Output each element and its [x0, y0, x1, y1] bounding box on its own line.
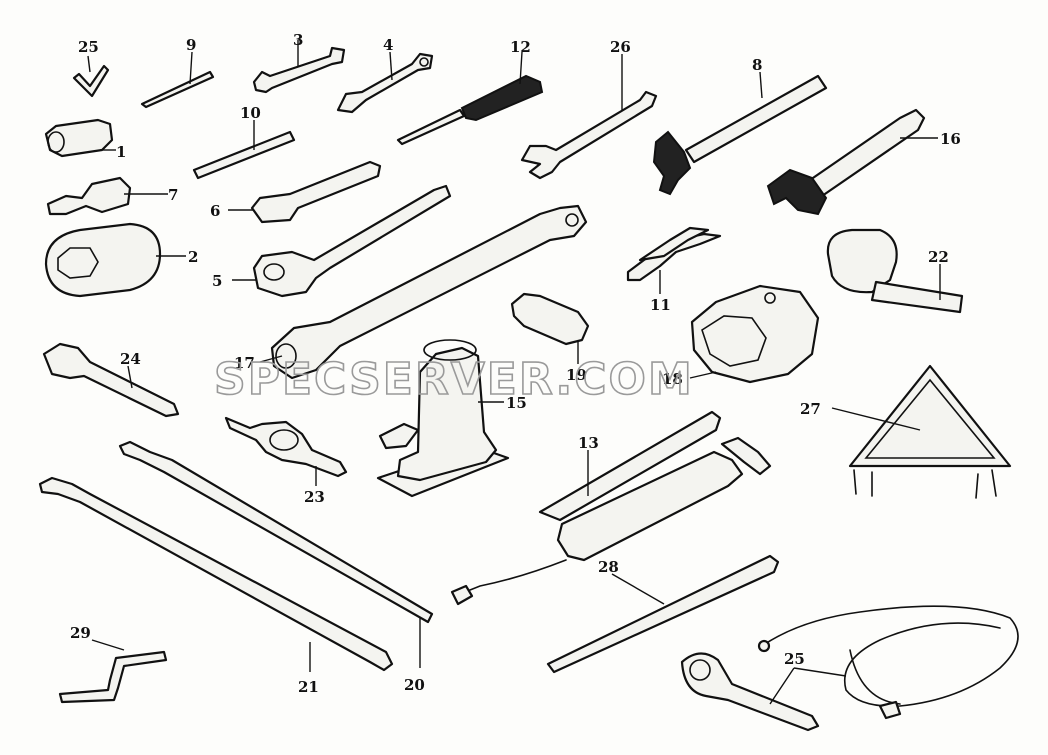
part-7-universal-joint: 7 [46, 176, 178, 216]
part-10-pin: 10 [192, 104, 296, 180]
label-4: 4 [383, 36, 393, 54]
label-17: 17 [234, 354, 255, 372]
part-23-valve-tool: 23 [224, 416, 348, 506]
part-2-large-socket: 2 [44, 222, 198, 298]
label-3: 3 [293, 31, 303, 49]
label-15: 15 [506, 394, 527, 412]
part-4-ring-wrench: 4 [336, 36, 434, 114]
part-12-screwdriver: 12 [396, 38, 544, 146]
label-5: 5 [212, 272, 222, 290]
part-17-wheel-brace: 17 [234, 204, 588, 380]
label-22: 22 [928, 248, 949, 266]
part-1-socket-adapter: 1 [44, 118, 126, 161]
part-29-crank-handle: 29 [58, 624, 168, 704]
label-12: 12 [510, 38, 531, 56]
label-18: 18 [662, 370, 683, 388]
label-8: 8 [752, 56, 762, 74]
part-5-ratchet: 5 [212, 184, 452, 298]
label-7: 7 [168, 186, 178, 204]
label-25-bottom: 25 [784, 650, 805, 668]
label-25-top: 25 [78, 38, 99, 56]
part-25-hex-key: 25 [72, 38, 110, 98]
part-16-adjustable-wrench: 16 [766, 108, 961, 216]
part-28-t-handle: 28 [546, 554, 780, 674]
label-21: 21 [298, 678, 319, 696]
part-24-hook-wrench: 24 [42, 342, 180, 418]
label-9: 9 [186, 36, 196, 54]
part-9-punch: 9 [140, 36, 215, 109]
part-19-tube-wrench: 19 [510, 292, 590, 384]
part-26-open-wrench: 26 [520, 38, 658, 180]
label-28: 28 [598, 558, 619, 576]
part-25-air-hose: 25 [680, 605, 1019, 732]
label-13: 13 [578, 434, 599, 452]
part-13-grease-gun: 13 [450, 410, 772, 606]
part-22-strap-wrench: 22 [826, 228, 964, 314]
label-24: 24 [120, 350, 141, 368]
part-15-bottle-jack: 15 [376, 339, 527, 498]
part-8-hammer: 8 [652, 56, 828, 196]
label-1: 1 [116, 143, 126, 161]
label-20: 20 [404, 676, 425, 694]
part-3-open-wrench: 3 [252, 31, 346, 94]
part-21-tire-lever: 21 [38, 476, 394, 696]
label-26: 26 [610, 38, 631, 56]
watermark-text: SPECSERVER.COM [214, 354, 694, 405]
part-11-pliers: 11 [626, 226, 722, 314]
label-6: 6 [210, 202, 220, 220]
label-10: 10 [240, 104, 261, 122]
part-27-warning-triangle: 27 [800, 364, 1012, 499]
label-2: 2 [188, 248, 198, 266]
label-11: 11 [650, 296, 671, 314]
label-29: 29 [70, 624, 91, 642]
label-16: 16 [940, 130, 961, 148]
part-20-pry-bar: 20 [118, 440, 434, 694]
part-6-extension-bar: 6 [210, 160, 382, 224]
label-23: 23 [304, 488, 325, 506]
label-27: 27 [800, 400, 821, 418]
part-18-hub-socket: 18 [662, 284, 820, 388]
label-19: 19 [566, 366, 587, 384]
